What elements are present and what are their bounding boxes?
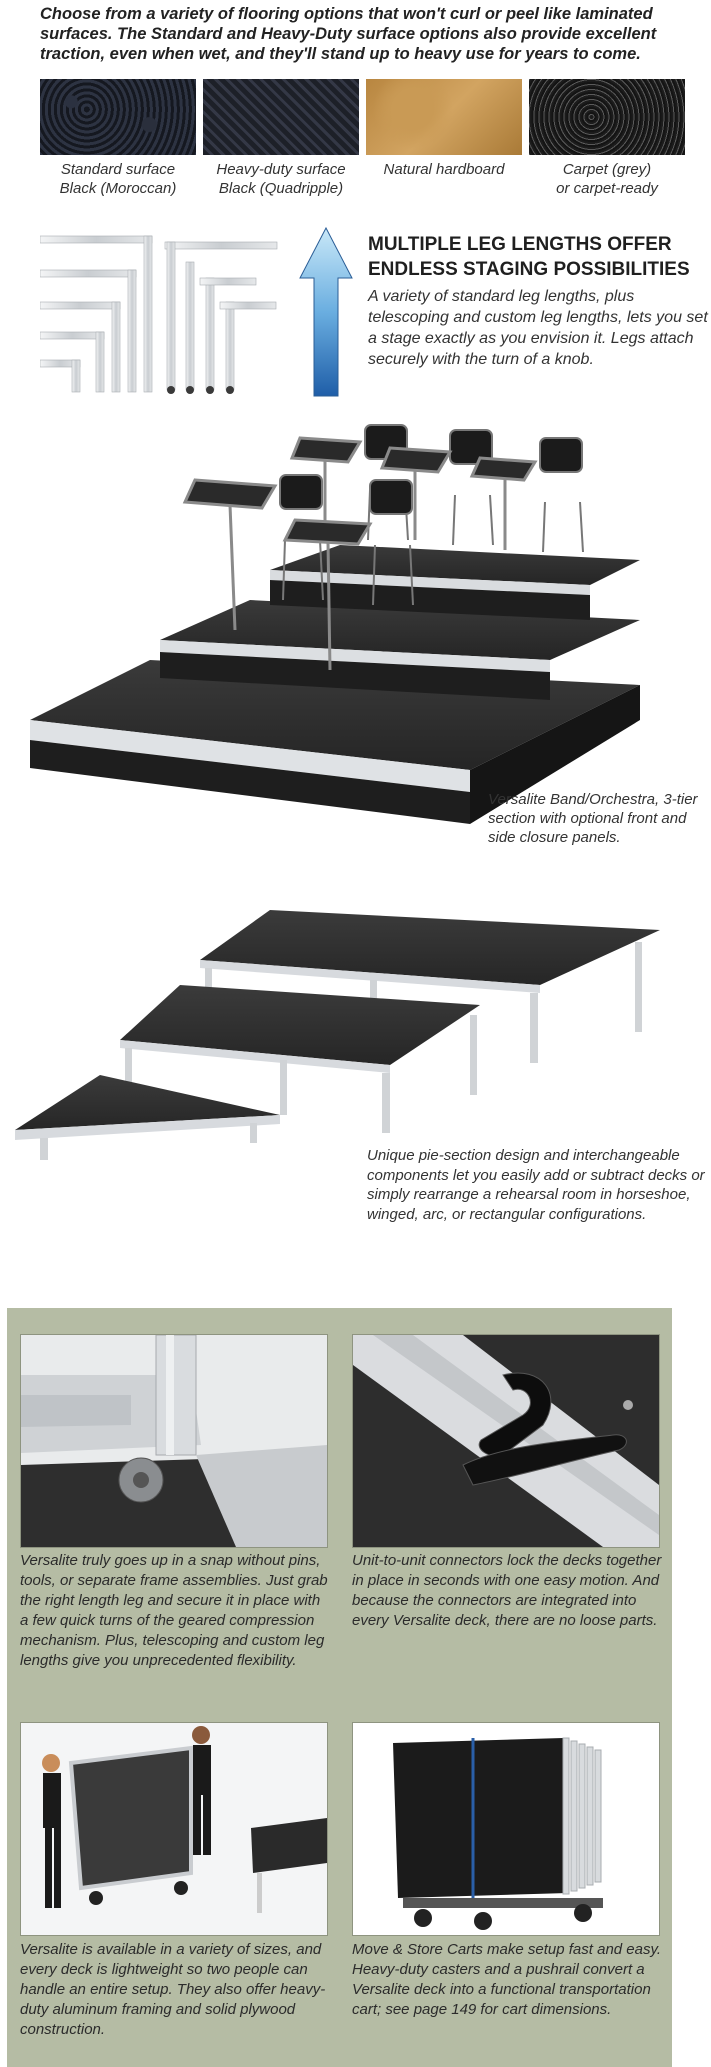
leg-lengths-body: A variety of standard leg lengths, plus … — [368, 288, 708, 368]
feature-text: Versalite truly goes up in a snap withou… — [20, 1552, 328, 1669]
swatch-caption-line1: Heavy-duty surface — [216, 161, 346, 178]
swatch-caption-line1: Standard surface — [60, 161, 176, 178]
leg-lengths-heading-line1: MULTIPLE LEG LENGTHS OFFER — [368, 234, 672, 255]
leg-lengths-heading-line2: ENDLESS STAGING POSSIBILITIES — [368, 259, 690, 280]
swatch-caption: Carpet (grey) or carpet-ready — [527, 160, 687, 198]
two-person-setup-photo — [20, 1722, 328, 1936]
pie-section-caption: Unique pie-section design and interchang… — [367, 1147, 705, 1223]
leg-lengths-illustration — [40, 235, 278, 394]
pie-section-riser-photo — [15, 910, 660, 1160]
swatch-caption-line1: Natural hardboard — [383, 161, 505, 178]
feature-text: Unit-to-unit connectors lock the decks t… — [352, 1552, 662, 1629]
swatch-standard-moroccan — [40, 79, 196, 155]
unit-connector-photo — [352, 1334, 660, 1548]
swatch-caption-line1: Carpet (grey) — [562, 161, 652, 178]
intro-text: Choose from a variety of flooring option… — [40, 5, 657, 63]
swatch-caption-line2: or carpet-ready — [556, 180, 658, 197]
leg-compression-mechanism-photo — [20, 1334, 328, 1548]
swatch-caption: Standard surface Black (Moroccan) — [38, 160, 198, 198]
swatch-caption: Natural hardboard — [364, 160, 524, 179]
swatch-carpet-grey — [529, 79, 685, 155]
swatch-caption-line2: Black (Moroccan) — [59, 180, 177, 197]
swatch-natural-hardboard — [366, 79, 522, 155]
feature-text: Versalite is available in a variety of s… — [20, 1941, 326, 2038]
up-arrow-icon — [299, 226, 353, 397]
band-orchestra-riser-photo — [30, 424, 640, 824]
swatch-caption: Heavy-duty surface Black (Quadripple) — [201, 160, 361, 198]
leg-lengths-heading: MULTIPLE LEG LENGTHS OFFER ENDLESS STAGI… — [368, 232, 698, 282]
swatch-caption-line2: Black (Quadripple) — [218, 180, 344, 197]
feature-text: Move & Store Carts make setup fast and e… — [352, 1941, 662, 2018]
swatch-heavy-duty-quadripple — [203, 79, 359, 155]
band-riser-caption: Versalite Band/Orchestra, 3-tier section… — [488, 791, 698, 846]
move-store-cart-photo — [352, 1722, 660, 1936]
